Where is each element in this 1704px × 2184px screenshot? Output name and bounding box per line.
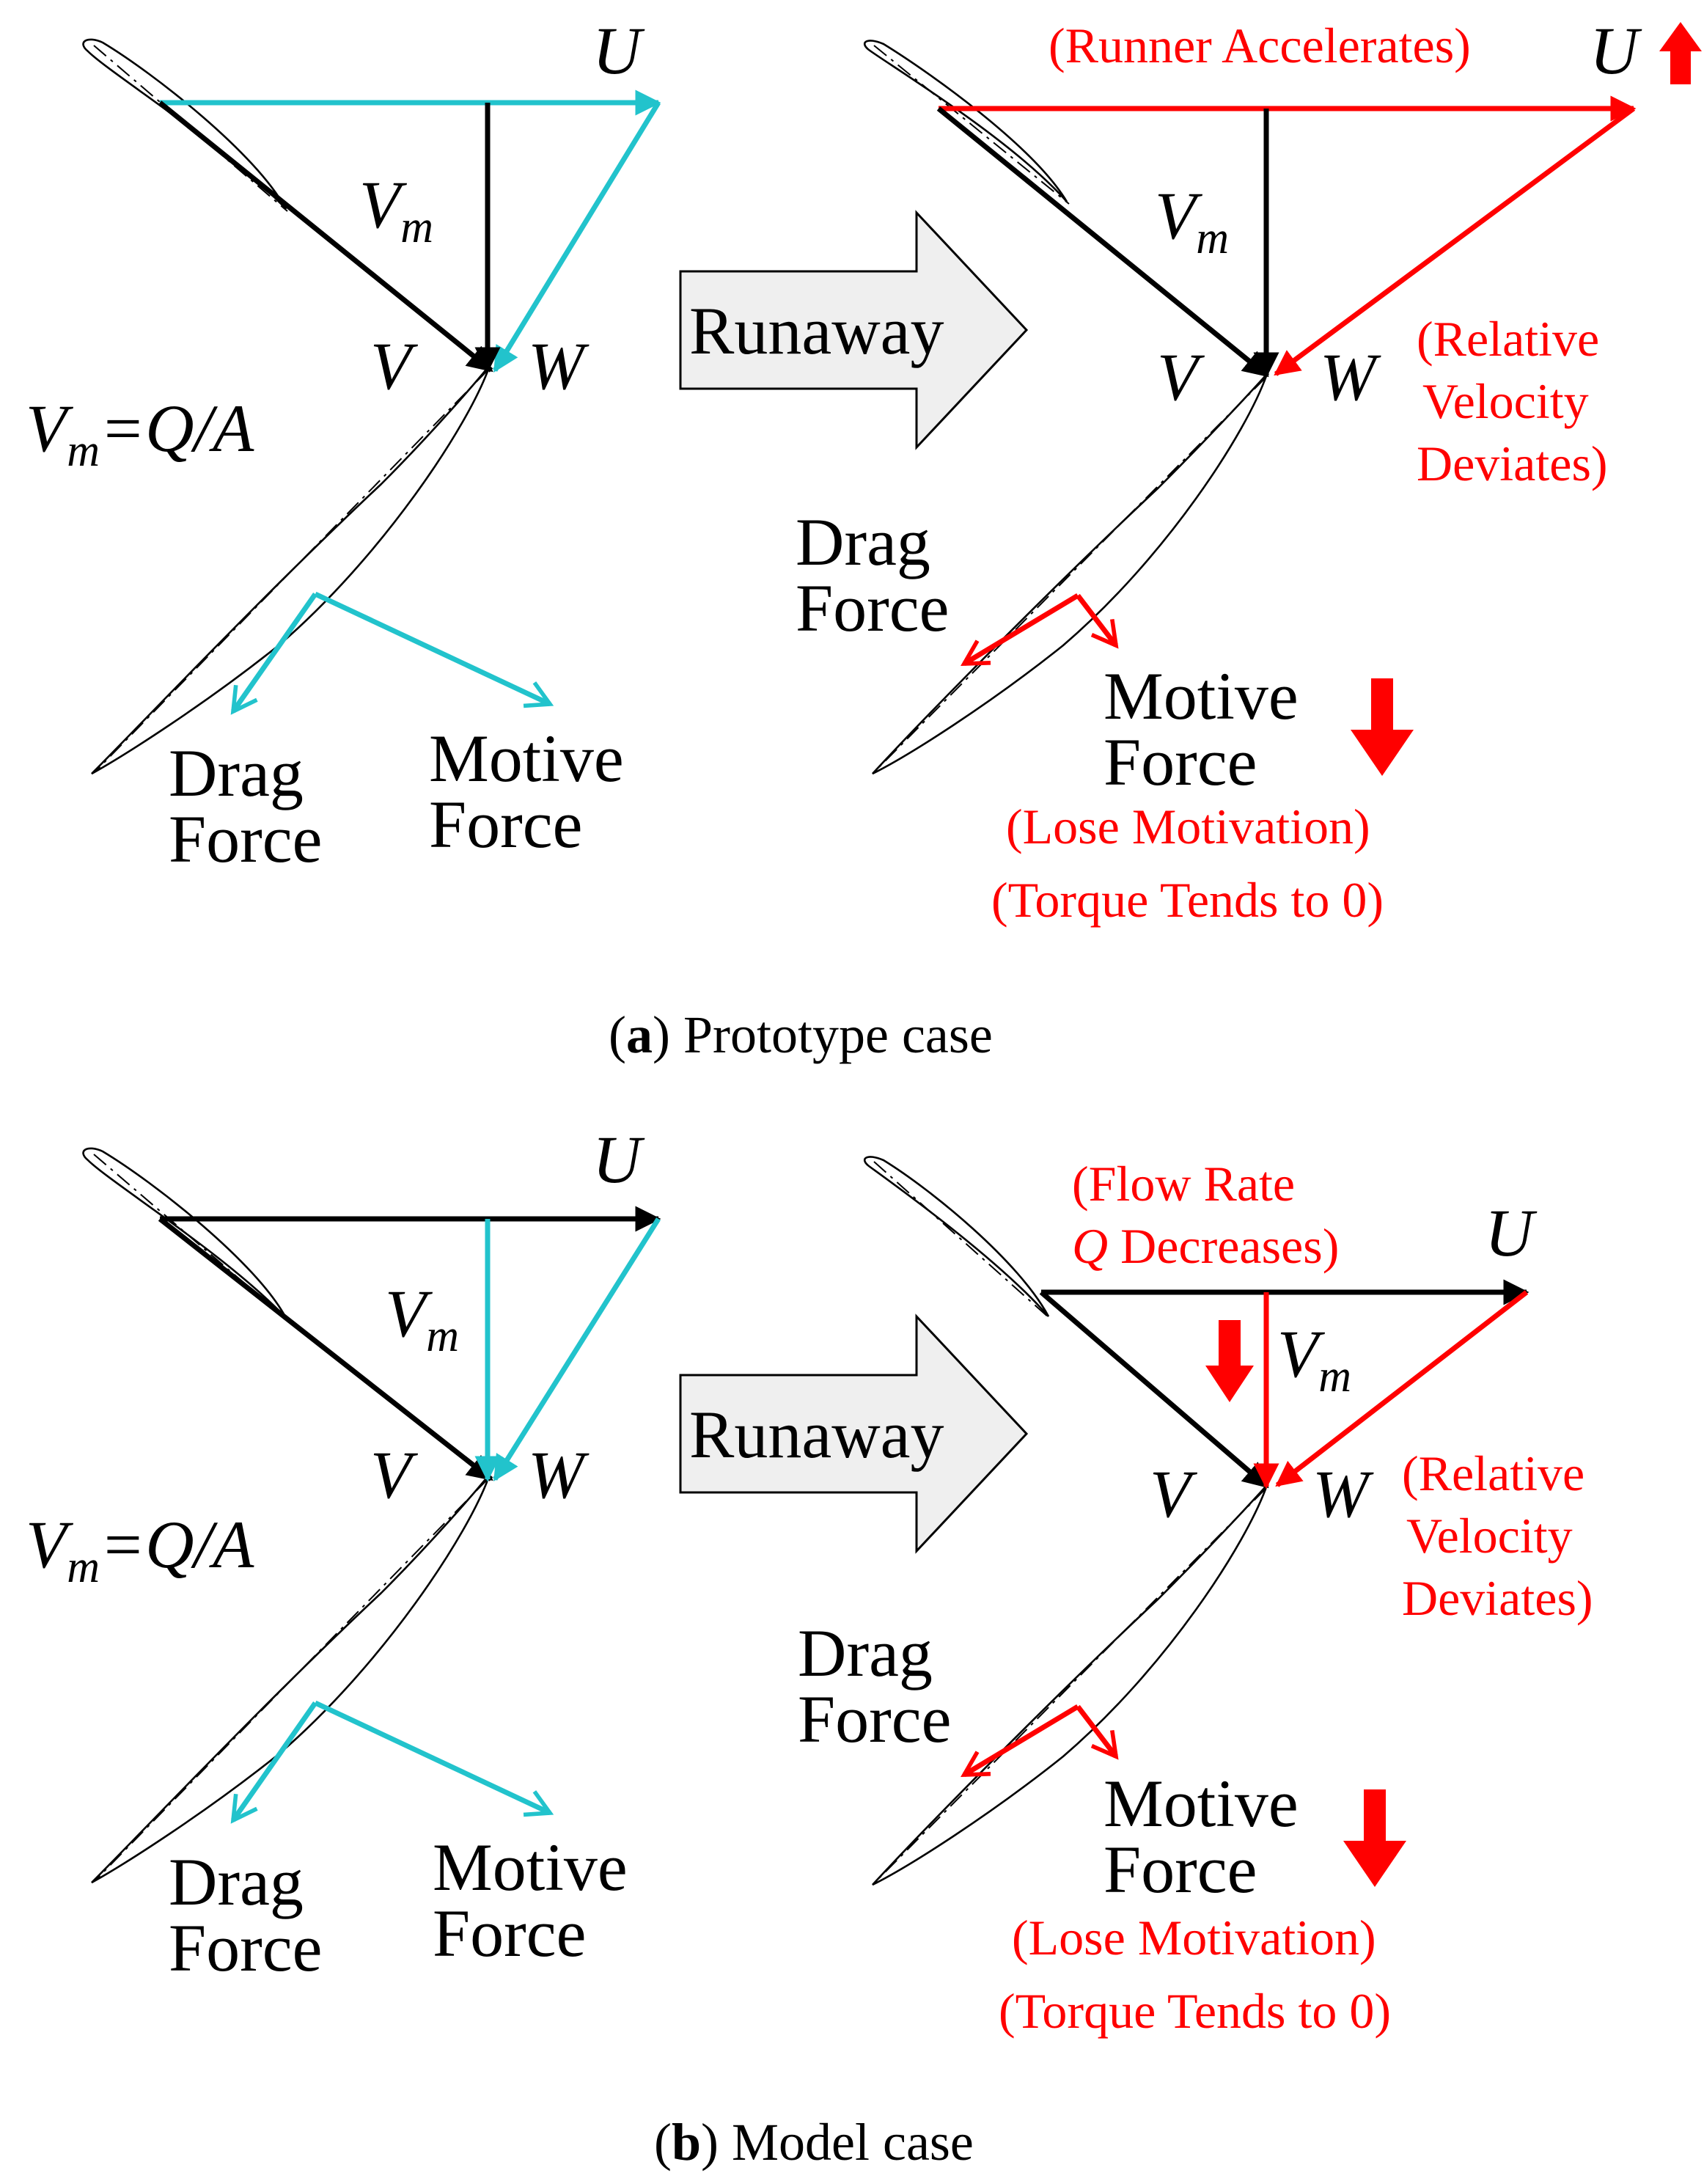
motive-force-arrow-b-right bbox=[1076, 1704, 1119, 1760]
w-label-b-right: W bbox=[1312, 1456, 1374, 1531]
flow-rate-note-1: (Flow Rate bbox=[1072, 1156, 1295, 1212]
u-label-b-right: U bbox=[1485, 1195, 1538, 1270]
vm-label: Vm bbox=[359, 167, 433, 252]
v-vector-right bbox=[936, 106, 1269, 378]
w-label: W bbox=[528, 329, 590, 403]
lose-motivation-note: (Lose Motivation) bbox=[1006, 799, 1370, 854]
lower-blade-profile-right bbox=[872, 373, 1268, 775]
motive-force-label-b-right-2: Force bbox=[1103, 1832, 1257, 1907]
v-label-right: V bbox=[1157, 340, 1205, 414]
caption-b: (b) Model case bbox=[654, 2113, 974, 2172]
motive-force-label-b-2: Force bbox=[433, 1896, 586, 1971]
runaway-arrow-shape-b bbox=[679, 1313, 1029, 1554]
drag-force-label-1: Drag bbox=[169, 736, 304, 810]
w-vector bbox=[493, 101, 661, 373]
upper-blade-profile-right bbox=[864, 40, 1068, 202]
relative-velocity-note-3: Deviates) bbox=[1417, 436, 1608, 491]
lower-blade-chord bbox=[95, 370, 488, 772]
motive-force-label-b-1: Motive bbox=[433, 1830, 628, 1905]
runaway-label: Runaway bbox=[689, 293, 944, 368]
vm-equation-b: Vm=Q/A bbox=[26, 1507, 254, 1592]
motive-force-label-b-right-1: Motive bbox=[1103, 1766, 1299, 1841]
motive-decrease-icon-b bbox=[1343, 1789, 1406, 1887]
w-vector-deviated bbox=[1274, 106, 1636, 376]
relative-velocity-note-b-2: Velocity bbox=[1406, 1508, 1573, 1564]
flow-rate-note-2: Q Decreases) bbox=[1072, 1218, 1339, 1274]
lower-blade-profile bbox=[91, 364, 491, 775]
drag-force-arrow-b bbox=[230, 1701, 317, 1824]
motive-force-arrow bbox=[314, 591, 554, 708]
motive-force-label-1: Motive bbox=[429, 721, 624, 796]
drag-force-label-b-right-2: Force bbox=[798, 1682, 951, 1756]
panel-b-left-diagram: U Vm V W Vm=Q/A Drag Force Motive Force bbox=[26, 1122, 661, 1985]
relative-velocity-note-b-3: Deviates) bbox=[1402, 1570, 1593, 1626]
w-vector-b bbox=[493, 1217, 661, 1481]
motive-force-arrow-right bbox=[1076, 593, 1119, 649]
v-label-b-right: V bbox=[1150, 1456, 1198, 1531]
torque-note-b: (Torque Tends to 0) bbox=[999, 1983, 1391, 2039]
torque-note: (Torque Tends to 0) bbox=[991, 872, 1384, 928]
vm-equation: Vm=Q/A bbox=[26, 391, 254, 476]
runaway-label-b: Runaway bbox=[689, 1397, 944, 1472]
upper-blade-chord-right bbox=[873, 45, 1070, 205]
panel-a-right-diagram: (Runner Accelerates) U Vm V W (Relative … bbox=[796, 13, 1702, 928]
drag-force-arrow bbox=[230, 592, 317, 715]
upper-blade-profile-b bbox=[82, 1147, 287, 1319]
relative-velocity-note-1: (Relative bbox=[1417, 311, 1599, 367]
panel-b-runaway-arrow: Runaway bbox=[679, 1313, 1029, 1554]
panel-a-left-diagram: U Vm V W Vm=Q/A Drag Force Motive Force bbox=[26, 13, 661, 876]
drag-force-label-b-1: Drag bbox=[169, 1844, 304, 1919]
w-label-b: W bbox=[528, 1437, 590, 1512]
drag-force-label-2: Force bbox=[169, 802, 322, 876]
u-label: U bbox=[592, 13, 645, 88]
drag-force-arrow-right bbox=[961, 593, 1079, 667]
motive-decrease-icon bbox=[1351, 678, 1414, 776]
runaway-arrow-shape bbox=[679, 210, 1029, 450]
caption-a: (a) Prototype case bbox=[609, 1005, 993, 1064]
u-increase-icon bbox=[1659, 22, 1702, 84]
relative-velocity-note-b-1: (Relative bbox=[1402, 1445, 1584, 1501]
v-label: V bbox=[370, 329, 419, 403]
panel-a: U Vm V W Vm=Q/A Drag Force Motive Force … bbox=[26, 13, 1702, 1064]
upper-blade-profile-b-right bbox=[864, 1156, 1050, 1317]
u-label-right: U bbox=[1590, 13, 1642, 88]
drag-force-label-b-2: Force bbox=[169, 1910, 322, 1985]
panel-b: U Vm V W Vm=Q/A Drag Force Motive Force … bbox=[26, 1122, 1593, 2172]
v-vector bbox=[158, 100, 493, 373]
v-vector-b-right bbox=[1039, 1290, 1269, 1489]
upper-blade-chord-b bbox=[93, 1154, 288, 1321]
v-label-b: V bbox=[370, 1437, 419, 1512]
w-label-right: W bbox=[1320, 340, 1381, 414]
flow-decrease-icon bbox=[1205, 1320, 1254, 1402]
upper-blade-chord-b-right bbox=[873, 1161, 1051, 1319]
v-vector-b bbox=[158, 1217, 493, 1481]
motive-force-label-2: Force bbox=[429, 787, 582, 862]
lose-motivation-note-b: (Lose Motivation) bbox=[1012, 1910, 1376, 1965]
drag-force-label-right-2: Force bbox=[796, 571, 949, 645]
lower-blade-profile-b-right bbox=[872, 1484, 1268, 1886]
vm-label-b-right: Vm bbox=[1277, 1316, 1351, 1401]
w-vector-b-deviated bbox=[1275, 1290, 1529, 1487]
u-label-b: U bbox=[592, 1122, 645, 1197]
runner-accelerates-note: (Runner Accelerates) bbox=[1049, 18, 1471, 73]
panel-b-right-diagram: (Flow Rate Q Decreases) U Vm V W (Relati… bbox=[798, 1156, 1593, 2039]
motive-force-arrow-b bbox=[314, 1700, 554, 1817]
lower-blade-profile-b bbox=[91, 1473, 491, 1884]
drag-force-arrow-b-right bbox=[961, 1704, 1079, 1778]
panel-a-runaway-arrow: Runaway bbox=[679, 210, 1029, 450]
lower-blade-chord-b bbox=[95, 1478, 488, 1881]
motive-force-label-right-1: Motive bbox=[1103, 659, 1299, 733]
vm-label-b: Vm bbox=[385, 1276, 459, 1361]
vm-label-right: Vm bbox=[1155, 178, 1229, 263]
relative-velocity-note-2: Velocity bbox=[1422, 373, 1589, 429]
motive-force-label-right-2: Force bbox=[1103, 725, 1257, 799]
drag-force-label-right-1: Drag bbox=[796, 505, 930, 579]
drag-force-label-b-right-1: Drag bbox=[798, 1616, 933, 1690]
